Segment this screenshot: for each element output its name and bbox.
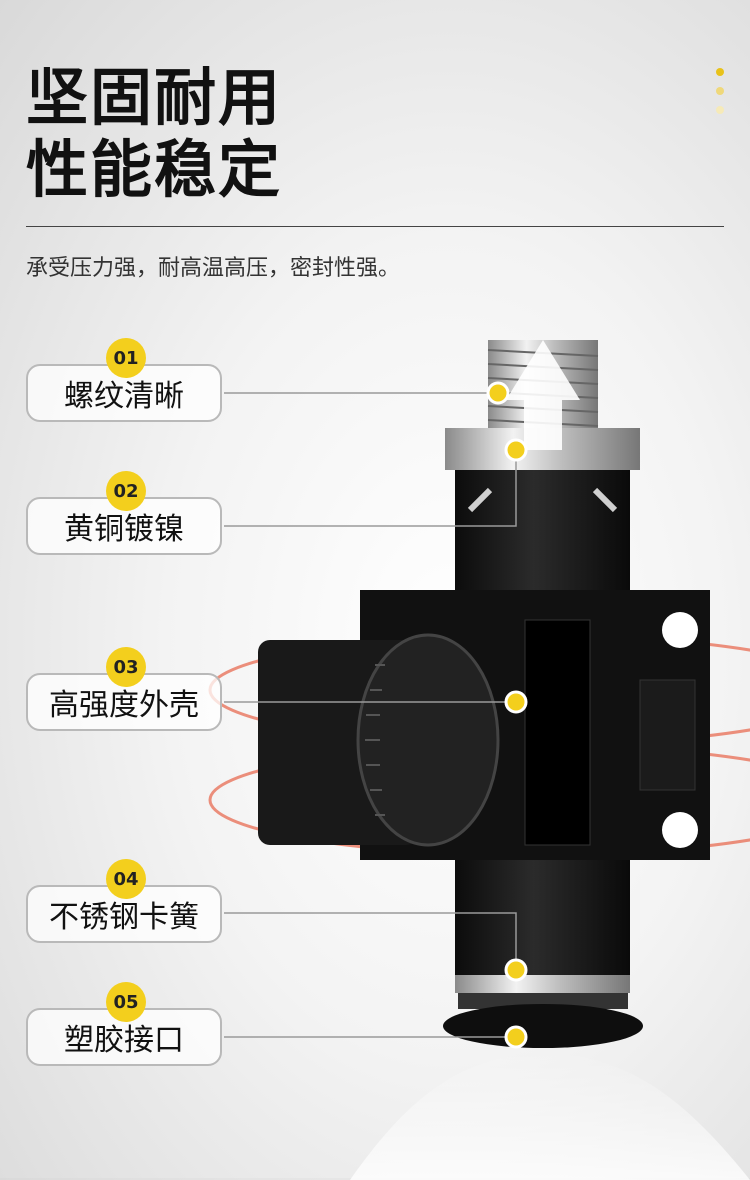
subtitle: 承受压力强，耐高温高压，密封性强。 (26, 256, 401, 281)
callout-number-badge: 05 (106, 982, 146, 1022)
headline: 坚固耐用 性能稳定 (26, 62, 282, 206)
headline-line-2: 性能稳定 (26, 133, 283, 206)
callout-number-badge: 02 (106, 471, 146, 511)
callout-shell: 高强度外壳 03 (26, 647, 226, 735)
callout-brass: 黄铜镀镍 02 (26, 471, 226, 559)
divider (26, 226, 724, 227)
callout-thread: 螺纹清晰 01 (26, 338, 226, 426)
callout-number-badge: 03 (106, 647, 146, 687)
callout-label: 黄铜镀镍 (26, 497, 222, 555)
callout-plastic: 塑胶接口 05 (26, 982, 226, 1070)
flow-control-valve-image (208, 340, 750, 1180)
callout-spring: 不锈钢卡簧 04 (26, 859, 226, 947)
decorative-dots (716, 68, 724, 125)
callout-number-badge: 01 (106, 338, 146, 378)
headline-line-1: 坚固耐用 (26, 61, 283, 134)
callout-number-badge: 04 (106, 859, 146, 899)
